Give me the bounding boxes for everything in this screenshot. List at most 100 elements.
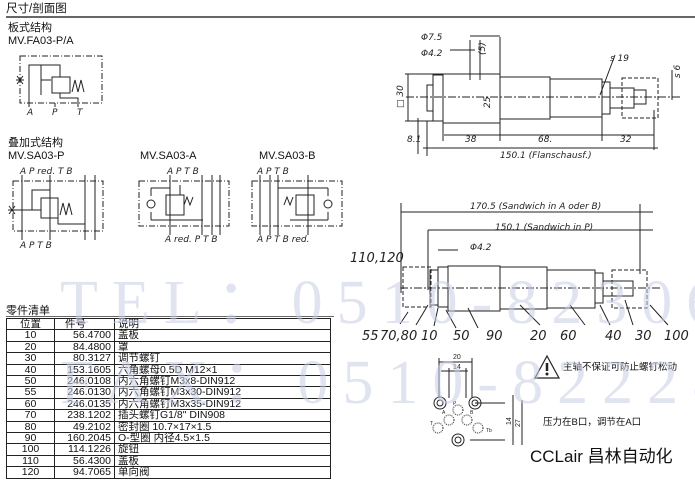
cell-part-no: 56.4300 [54, 454, 115, 468]
valve-side-view-sandwich [399, 203, 669, 329]
stack-b-hydraulic-symbol [251, 175, 343, 235]
parts-rule [6, 316, 334, 317]
dim-32: 32 [620, 135, 632, 145]
dim-s6: s 6 [673, 64, 683, 78]
dim-81: 8.1 [407, 135, 421, 145]
svg-text:T: T [77, 108, 84, 118]
callout-60: 60 [560, 329, 577, 344]
svg-text:A: A [26, 108, 33, 118]
plate-hydraulic-symbol [16, 55, 103, 107]
parts-heading: 零件清单 [6, 305, 50, 317]
cell-description: 旋钮 [114, 443, 331, 456]
stack-p-bottom-ports: A P T B [19, 241, 52, 251]
callout-90: 90 [486, 329, 503, 344]
stack-heading: 叠加式结构 [8, 137, 63, 149]
cell-position: 100 [6, 443, 55, 456]
cell-part-no: 114.1226 [54, 443, 115, 456]
stack-p-hydraulic-symbol [8, 175, 104, 240]
cell-position: 30 [6, 352, 55, 365]
callout-30: 30 [635, 329, 652, 344]
cell-description: 内六角螺钉M3x35-DIN912 [114, 397, 331, 411]
stack-b-top-ports: A P T B [256, 167, 289, 177]
dim-total-flange: 150.1 (Flanschausf.) [500, 151, 592, 161]
callout-10: 10 [421, 329, 438, 344]
table-header-row: 位置 件号 说明 [6, 317, 331, 331]
cell-position: 40 [6, 363, 55, 377]
col-part-no: 件号 [54, 317, 115, 331]
cell-part-no: 160.2045 [54, 432, 115, 445]
cell-position: 60 [6, 397, 55, 411]
dim-s19: s 19 [610, 54, 629, 64]
cell-position: 110 [6, 454, 55, 468]
callout-110-120: 110,120 [350, 251, 404, 266]
port-a: A [442, 410, 446, 416]
callout-40: 40 [605, 329, 622, 344]
cell-description: 插头螺钉G1/8" DIN908 [114, 409, 331, 422]
dim-1501: 150.1 (Sandwich in P) [495, 223, 593, 233]
dim-68: 68. [538, 135, 552, 145]
watermark-fax: FAX：0510-82228771 [60, 349, 695, 417]
callout-55: 55 [362, 329, 379, 344]
cell-part-no: 49.2102 [54, 420, 115, 434]
stack-model-a: MV.SA03-A [140, 150, 197, 162]
valve-side-view-flange [405, 35, 682, 156]
col-position: 位置 [6, 317, 55, 331]
cell-description: 内六角螺钉M3x30-DIN912 [114, 386, 331, 399]
dim-sq30: □ 30 [396, 85, 406, 108]
stack-a-bottom-ports: A red. P T B [164, 235, 218, 245]
dim-14: 14 [453, 364, 461, 371]
cell-position: 10 [6, 329, 55, 342]
stack-a-hydraulic-symbol [138, 175, 230, 235]
cell-description: 单向阀 [114, 466, 331, 479]
dim-1705: 170.5 (Sandwich in A oder B) [470, 202, 601, 212]
dim-d42-bottom: Φ4.2 [470, 243, 492, 253]
callout-70-80: 70,80 [380, 329, 417, 344]
cell-position: 55 [6, 386, 55, 399]
cell-position: 120 [6, 466, 55, 479]
cell-position: 50 [6, 375, 55, 388]
port-t: T [430, 421, 433, 427]
callout-20: 20 [530, 329, 547, 344]
port-tb: Tb [486, 428, 492, 434]
mounting-pattern [432, 354, 561, 447]
title-rule [6, 16, 695, 18]
dim-h14: 14 [506, 417, 513, 425]
cell-part-no: 246.0130 [54, 386, 115, 399]
dim-h27: 27 [515, 419, 522, 427]
callout-50: 50 [453, 329, 470, 344]
dim-d75: Φ7.5 [421, 33, 443, 43]
stack-b-bottom-ports: A P T B red. [256, 235, 310, 245]
cell-position: 90 [6, 432, 55, 445]
cell-description: 密封圈 10.7×17×1.5 [114, 420, 331, 434]
cell-position: 70 [6, 409, 55, 422]
cell-position: 20 [6, 340, 55, 354]
dim-38: 38 [465, 135, 477, 145]
dim-h25: 25 [483, 96, 493, 108]
section-title: 尺寸/剖面图 [6, 3, 67, 15]
callout-100: 100 [664, 329, 689, 344]
dim-20: 20 [453, 354, 461, 361]
dim-s5: (5) [478, 42, 488, 55]
port-b: B [470, 410, 474, 416]
plate-heading: 板式结构 [8, 22, 52, 34]
stack-a-top-ports: A P T B [166, 167, 199, 177]
svg-text:P: P [52, 108, 58, 118]
cell-part-no: 94.7065 [54, 466, 115, 479]
brand-logo: CCLair 昌林自动化 [530, 447, 673, 466]
warning-note: 主轴不保证可防止螺钉松动 [563, 362, 678, 373]
watermark-tel: TEL：0510-82306871 [60, 269, 695, 337]
cell-description: 内六角螺钉M3x8-DIN912 [114, 375, 331, 388]
port-p: P [453, 401, 457, 407]
